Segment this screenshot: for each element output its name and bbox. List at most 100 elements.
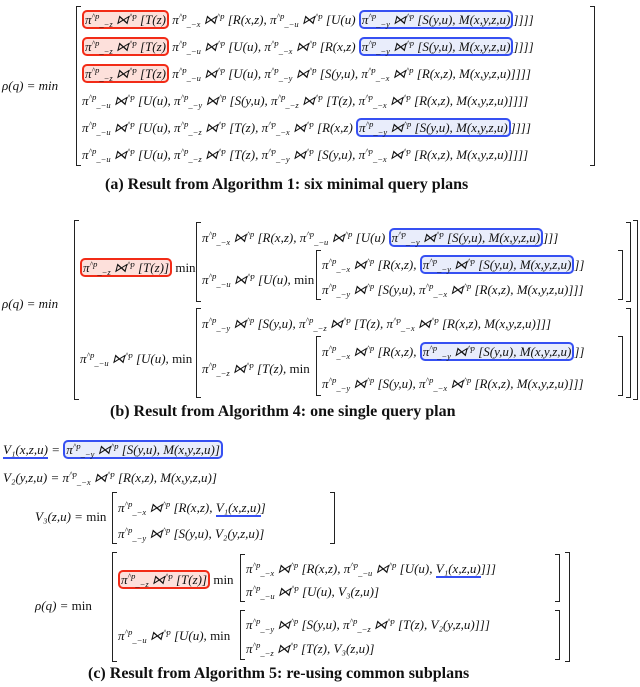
formula-line: π^p_−u ⋈^p [U(u), V₃(z,u)] [246,580,379,605]
formula-segment: π^p_−y ⋈^p [S(y,u), π^p_−x ⋈^p [R(x,z), … [322,281,584,299]
min-operator: min [172,351,193,366]
formula-segment: ]] [574,344,585,359]
formula-segment: π^p_−z ⋈^p [T(z), [202,360,290,378]
formula-line: π^p_−u ⋈^p [U(u), π^p_−z ⋈^p [T(z), π^p_… [82,116,531,141]
formula-segment: π^p_−u ⋈^p [U(u), [118,627,211,645]
formula-line: π^p_−y ⋈^p [S(y,u), π^p_−z ⋈^p [T(z), π^… [202,312,551,337]
min-operator: min [210,628,231,643]
formula-line: V₂(y,z,u) = π^p_−x ⋈^p [R(x,z), M(x,y,z,… [3,466,217,491]
formula-segment: V₂(y,z,u) = π^p_−x ⋈^p [R(x,z), M(x,y,z,… [3,469,217,487]
highlight-red-subplan: π^p_−z ⋈^p [T(z) [82,10,170,29]
rho-q-lhs-b: ρ(q) = min [2,295,58,312]
lhs-text: ρ(q) = min [2,296,59,311]
formula-line: π^p_−x ⋈^p [R(x,z), π^p_−u ⋈^p [U(u) π^p… [202,226,558,251]
min-operator: min [210,572,234,587]
underlined-view-reference: V₁(x,z,u) [435,561,481,578]
formula-line: V₃(z,u) = min [35,508,106,525]
formula-segment: π^p_−x ⋈^p [R(x,z), [322,343,420,361]
highlight-blue-subplan: π^p_−y ⋈^p [S(y,u), M(x,y,z,u) [356,118,511,137]
caption-a: (a) Result from Algorithm 1: six minimal… [105,176,469,193]
highlight-blue-subplan: π^p_−y ⋈^p [S(y,u), M(x,y,z,u) [358,10,514,29]
formula-segment: π^p_−y ⋈^p [S(y,u), π^p_−z ⋈^p [T(z), V₂… [246,616,490,634]
formula-segment: ]]]] [510,120,531,135]
bracket [240,610,245,660]
formula-line: π^p_−z ⋈^p [T(z) π^p_−u ⋈^p [U(u), π^p_−… [82,62,531,87]
formula-segment: π^p_−x ⋈^p [R(x,z), π^p_−u ⋈^p [U(u) [202,229,389,247]
formula-line: π^p_−y ⋈^p [S(y,u), π^p_−x ⋈^p [R(x,z), … [322,278,584,303]
formula-segment: π^p_−x ⋈^p [R(x,z), π^p_−u ⋈^p [U(u), [246,560,436,578]
min-operator: min [294,272,315,287]
formula-line: π^p_−y ⋈^p [S(y,u), π^p_−x ⋈^p [R(x,z), … [322,372,584,397]
formula-line: π^p_−x ⋈^p [R(x,z), V₁(x,z,u)] [118,496,266,521]
caption-c: (c) Result from Algorithm 5: re-using co… [88,665,470,682]
formula-line: π^p_−u ⋈^p [U(u), min [202,268,314,293]
formula-line: π^p_−u ⋈^p [U(u), π^p_−z ⋈^p [T(z), π^p_… [82,143,528,168]
formula-line: π^p_−z ⋈^p [T(z) π^p_−u ⋈^p [U(u), π^p_−… [82,35,534,60]
formula-segment: V₃(z,u) = [35,509,87,524]
formula-segment: ]]]] [513,12,534,27]
rho-q-lhs-a: ρ(q) = min [2,77,58,94]
bracket [76,6,81,166]
formula-segment: π^p_−x ⋈^p [R(x,z), [322,256,420,274]
lhs-text: ρ(q) = min [2,78,59,93]
formula-segment: ]]] [543,230,559,245]
bracket [316,250,321,300]
formula-segment: π^p_−u ⋈^p [U(u), π^p_−z ⋈^p [T(z), π^p_… [82,119,357,137]
highlight-red-subplan: π^p_−z ⋈^p [T(z) [82,64,170,83]
formula-segment: π^p_−u ⋈^p [U(u), π^p_−x ⋈^p [R(x,z) [169,38,359,56]
min-operator: min [86,509,107,524]
bracket [112,552,117,662]
formula-segment: π^p_−u ⋈^p [U(u), π^p_−z ⋈^p [T(z), π^p_… [82,146,529,164]
formula-segment: π^p_−u ⋈^p [U(u), V₃(z,u)] [246,583,380,601]
formula-line: π^p_−x ⋈^p [R(x,z), π^p_−u ⋈^p [U(u), V₁… [246,557,496,582]
formula-segment: π^p_−y ⋈^p [S(y,u), V₂(y,z,u)] [118,525,265,543]
highlight-red-subplan: π^p_−z ⋈^p [T(z) [82,37,170,56]
highlight-red-subplan: π^p_−z ⋈^p [T(z)] [118,570,211,589]
formula-segment: ]]]] [513,39,534,54]
bracket [316,336,321,396]
underlined-view-reference: V₁(x,z,u) [3,442,48,459]
formula-line: V₁(x,z,u) = π^p_−y ⋈^p [S(y,u), M(x,y,z,… [3,438,223,463]
bracket [196,308,201,398]
bracket [590,6,595,166]
formula-line: π^p_−u ⋈^p [U(u), min [80,347,192,372]
formula-line: π^p_−z ⋈^p [T(z) π^p_−x ⋈^p [R(x,z), π^p… [82,8,534,33]
highlight-blue-subplan: π^p_−y ⋈^p [S(y,u), M(x,y,z,u) [419,342,575,361]
bracket [555,610,560,660]
formula-line: π^p_−x ⋈^p [R(x,z), π^p_−y ⋈^p [S(y,u), … [322,253,584,278]
bracket [112,492,117,544]
min-operator: min [289,361,310,376]
formula-segment: π^p_−x ⋈^p [R(x,z), [118,499,216,517]
formula-segment: ρ(q) = [35,598,72,613]
highlight-blue-subplan: π^p_−y ⋈^p [S(y,u), M(x,y,z,u) [419,255,575,274]
bracket [330,492,335,544]
formula-segment: ]] [574,257,585,272]
bracket [74,220,79,400]
formula-segment: = [47,442,64,457]
formula-line: π^p_−z ⋈^p [T(z), V₃(z,u)] [246,637,375,662]
formula-segment: ]]] [480,561,496,576]
formula-segment: ] [260,500,266,515]
highlight-red-subplan: π^p_−z ⋈^p [T(z)] [80,258,173,277]
formula-line: π^p_−u ⋈^p [U(u), min [118,624,230,649]
bracket [633,220,638,400]
formula-line: π^p_−z ⋈^p [T(z)] min [80,256,196,281]
highlight-blue-subplan: π^p_−y ⋈^p [S(y,u), M(x,y,z,u)] [63,440,223,459]
bracket [240,554,245,602]
bracket [555,554,560,602]
underlined-view-reference: V₁(x,z,u) [215,500,261,517]
formula-segment: π^p_−y ⋈^p [S(y,u), π^p_−x ⋈^p [R(x,z), … [322,375,584,393]
bracket [565,552,570,662]
formula-line: π^p_−z ⋈^p [T(z)] min [118,568,234,593]
formula-line: π^p_−z ⋈^p [T(z), min [202,357,310,382]
formula-segment: π^p_−u ⋈^p [U(u), π^p_−y ⋈^p [S(y,u), π^… [169,65,531,83]
highlight-blue-subplan: π^p_−y ⋈^p [S(y,u), M(x,y,z,u) [388,228,544,247]
bracket [618,250,623,300]
formula-line: ρ(q) = min [35,597,92,614]
formula-segment: π^p_−u ⋈^p [U(u), π^p_−y ⋈^p [S(y,u), π^… [82,92,529,110]
bracket [618,336,623,396]
formula-segment: π^p_−x ⋈^p [R(x,z), π^p_−u ⋈^p [U(u) [169,11,359,29]
formula-segment: π^p_−u ⋈^p [U(u), [80,350,173,368]
highlight-blue-subplan: π^p_−y ⋈^p [S(y,u), M(x,y,z,u) [358,37,514,56]
formula-line: π^p_−u ⋈^p [U(u), π^p_−y ⋈^p [S(y,u), π^… [82,89,528,114]
